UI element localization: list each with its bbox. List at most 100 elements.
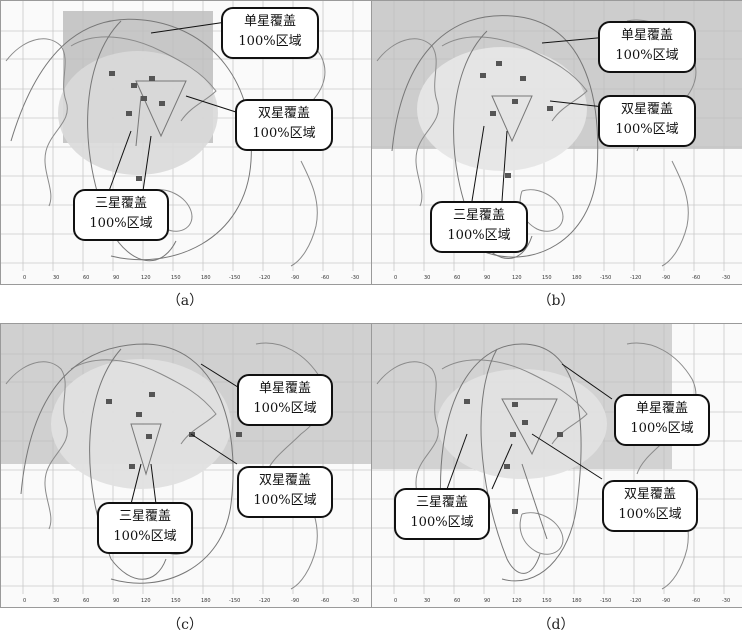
double-coverage-zone [58,51,218,175]
x-tick: -90 [662,275,670,281]
x-tick: 60 [454,598,460,604]
callout-leaders [471,36,609,202]
caption-a: （a） [166,293,204,309]
x-tick: 60 [83,275,89,281]
callout-value: 100%区域 [89,216,153,231]
x-tick: -150 [229,598,240,604]
x-tick: 120 [141,598,151,604]
x-tick: -30 [722,598,730,604]
x-tick: -90 [662,598,670,604]
caption-b: （b） [537,293,575,309]
callout-value: 100%区域 [238,34,302,49]
callout-title: 双星覆盖 [620,102,673,117]
x-tick: -30 [351,598,359,604]
callout-title: 三星覆盖 [94,196,147,211]
x-tick: -60 [321,598,329,604]
callout-title: 双星覆盖 [257,106,310,121]
x-tick: 120 [512,275,522,281]
map-a-drawing: 0 30 60 90 120 150 180 -150 -120 -90 -60… [1,1,371,281]
x-tick: 180 [201,275,211,281]
callout-value: 100%区域 [447,228,511,243]
map-c-drawing: 0 30 60 90 120 150 180 -150 -120 -90 -60… [1,324,371,604]
callout-value: 100%区域 [615,48,679,63]
callout-value: 100%区域 [410,515,474,530]
ground-tracks [440,343,582,582]
callout-title: 单星覆盖 [620,28,673,43]
callout-title: 双星覆盖 [623,487,676,502]
triple-coverage-callout: 三星覆盖 100%区域 [97,502,193,554]
callout-value: 100%区域 [253,493,317,508]
callout-value: 100%区域 [113,529,177,544]
x-tick: -30 [722,275,730,281]
triple-coverage-callout: 三星覆盖 100%区域 [73,189,169,241]
ground-stations [464,399,563,514]
single-coverage-callout: 单星覆盖 100%区域 [237,374,333,426]
x-tick: -60 [321,275,329,281]
x-tick: 30 [53,598,59,604]
callout-value: 100%区域 [615,122,679,137]
x-tick: 0 [394,598,397,604]
map-d-drawing: 0 30 60 90 120 150 180 -150 -120 -90 -60… [372,324,742,604]
double-coverage-callout: 双星覆盖 100%区域 [598,95,696,147]
x-tick: -120 [259,275,270,281]
x-tick: -150 [600,598,611,604]
double-coverage-zone [417,47,587,171]
x-tick: 150 [171,598,181,604]
coverage-map-a: 0 30 60 90 120 150 180 -150 -120 -90 -60… [0,0,372,285]
triple-coverage-callout: 三星覆盖 100%区域 [394,488,490,540]
single-coverage-callout: 单星覆盖 100%区域 [614,394,710,446]
ground-stations [109,71,165,181]
x-tick: 30 [424,598,430,604]
callout-leaders [130,363,242,505]
x-tick: -150 [229,275,240,281]
x-tick-labels: 0 30 60 90 120 150 180 -150 -120 -90 -60… [23,275,359,281]
callout-title: 单星覆盖 [258,381,311,396]
callout-title: 单星覆盖 [243,14,296,29]
callout-value: 100%区域 [618,507,682,522]
callout-title: 三星覆盖 [118,509,171,524]
coverage-map-d: 0 30 60 90 120 150 180 -150 -120 -90 -60… [371,323,742,608]
x-tick: 90 [484,275,490,281]
x-tick-labels: 0 30 60 90 120 150 180 -150 -120 -90 -60… [23,598,359,604]
x-tick-labels: 0 30 60 90 120 150 180 -150 -120 -90 -60… [394,275,730,281]
x-tick: -120 [630,275,641,281]
caption-c: （c） [167,617,203,633]
x-tick: 60 [454,275,460,281]
x-tick: 30 [424,275,430,281]
ground-stations [480,61,553,178]
caption-d: （d） [537,617,575,633]
x-tick: 0 [23,598,26,604]
x-tick: 90 [113,275,119,281]
double-coverage-callout: 双星覆盖 100%区域 [237,466,333,518]
x-tick: -60 [692,598,700,604]
callout-value: 100%区域 [253,401,317,416]
callout-value: 100%区域 [630,421,694,436]
callout-title: 三星覆盖 [452,208,505,223]
coverage-map-b: 0 30 60 90 120 150 180 -150 -120 -90 -60… [371,0,742,285]
x-tick: 30 [53,275,59,281]
x-tick: 0 [394,275,397,281]
x-tick: 180 [201,598,211,604]
callout-title: 三星覆盖 [415,495,468,510]
x-tick: -60 [692,275,700,281]
callout-title: 双星覆盖 [258,473,311,488]
x-tick: 180 [572,598,582,604]
x-tick: -150 [600,275,611,281]
double-coverage-callout: 双星覆盖 100%区域 [602,480,698,532]
x-tick: 150 [542,598,552,604]
x-tick: -120 [630,598,641,604]
x-tick: -30 [351,275,359,281]
x-tick: 120 [512,598,522,604]
callout-leaders [446,363,613,490]
triple-coverage-callout: 三星覆盖 100%区域 [430,201,528,253]
x-tick: 180 [572,275,582,281]
callout-value: 100%区域 [252,126,316,141]
x-tick: 120 [141,275,151,281]
x-tick: 90 [484,598,490,604]
single-coverage-callout: 单星覆盖 100%区域 [221,7,319,59]
x-tick-labels: 0 30 60 90 120 150 180 -150 -120 -90 -60… [394,598,730,604]
x-tick: -120 [259,598,270,604]
x-tick: -90 [291,598,299,604]
x-tick: 60 [83,598,89,604]
single-coverage-callout: 单星覆盖 100%区域 [598,21,696,73]
